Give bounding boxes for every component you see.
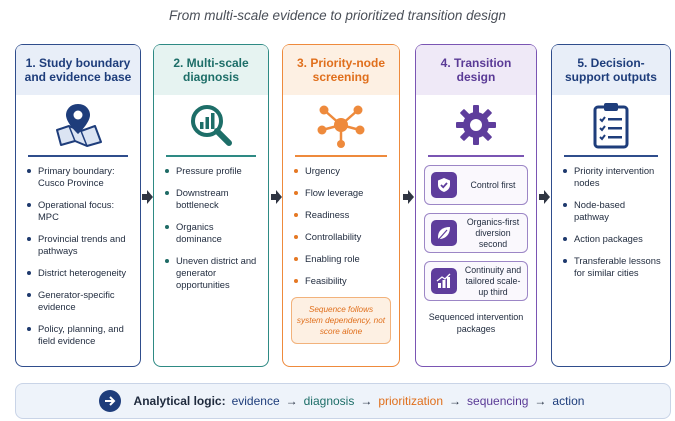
flow-arrow-icon — [539, 190, 550, 204]
list-item: Uneven district and generator opportunit… — [162, 255, 260, 291]
list-item: Readiness — [291, 209, 391, 221]
list-item: Policy, planning, and field evidence — [24, 323, 132, 347]
list-item: Provincial trends and pathways — [24, 233, 132, 257]
magnifier-chart-icon — [191, 105, 232, 146]
clipboard-checklist-icon — [593, 103, 629, 149]
arrow-right-icon — [104, 396, 115, 406]
step-label: Control first — [470, 179, 516, 190]
shield-check-icon — [438, 178, 450, 192]
flow-arrow-icon — [142, 190, 153, 204]
design-step-scale-up: Continuity and tailored scale-up third — [424, 261, 528, 301]
list-item: Transferable lessons for similar cities — [560, 255, 662, 279]
list-item: District heterogeneity — [24, 267, 132, 279]
sequenced-packages-label: Sequenced intervention packages — [428, 312, 524, 334]
list-item: Node-based pathway — [560, 199, 662, 223]
sequence-note: Sequence follows system dependency, not … — [291, 297, 391, 344]
list-item: Controllability — [291, 231, 391, 243]
logic-step-action: action — [552, 394, 585, 408]
flow-arrow-icon — [403, 190, 414, 204]
list-item: Enabling role — [291, 253, 391, 265]
panel-heading: 2. Multi-scale diagnosis — [154, 45, 268, 95]
list-item: Organics dominance — [162, 221, 260, 245]
panel-decision-support-outputs: 5. Decision-support outputs Priority int… — [551, 44, 671, 367]
diagram-title: From multi-scale evidence to prioritized… — [169, 8, 506, 23]
leaf-icon — [438, 227, 450, 240]
panel-heading: 4. Transition design — [416, 45, 536, 95]
panel-study-boundary: 1. Study boundary and evidence base Prim… — [15, 44, 141, 367]
design-step-control: Control first — [424, 165, 528, 205]
panel-priority-node-screening: 3. Priority-node screening Urgency Flow … — [282, 44, 400, 367]
list-item: Operational focus: MPC — [24, 199, 132, 223]
panel-heading: 1. Study boundary and evidence base — [16, 45, 140, 95]
step-label: Continuity and tailored scale-up third — [464, 264, 522, 297]
flow-arrow-icon — [271, 190, 282, 204]
panel-multiscale-diagnosis: 2. Multi-scale diagnosis Pressure profil… — [153, 44, 269, 367]
logic-step-prioritization: prioritization — [378, 394, 444, 408]
list-item: Pressure profile — [162, 165, 260, 177]
list-item: Urgency — [291, 165, 391, 177]
list-item: Feasibility — [291, 275, 391, 287]
logic-arrow: → — [285, 394, 298, 408]
logic-arrow: → — [449, 394, 462, 408]
gear-icon — [456, 105, 496, 145]
logic-arrow: → — [360, 394, 373, 408]
logic-step-sequencing: sequencing — [467, 394, 529, 408]
list-item: Primary boundary: Cusco Province — [24, 165, 132, 189]
panel-heading: 3. Priority-node screening — [283, 45, 399, 95]
design-step-organics: Organics-first diversion second — [424, 213, 528, 253]
step-label: Organics-first diversion second — [466, 216, 520, 249]
logic-step-evidence: evidence — [231, 394, 280, 408]
list-item: Priority intervention nodes — [560, 165, 662, 189]
list-item: Downstream bottleneck — [162, 187, 260, 211]
logic-step-diagnosis: diagnosis — [303, 394, 355, 408]
panel-heading: 5. Decision-support outputs — [552, 45, 670, 95]
list-item: Action packages — [560, 233, 662, 245]
network-nodes-icon — [317, 105, 365, 148]
growth-chart-icon — [436, 273, 451, 288]
list-item: Flow leverage — [291, 187, 391, 199]
list-item: Generator-specific evidence — [24, 289, 132, 313]
panel-transition-design: 4. Transition design Control f — [415, 44, 537, 367]
map-pin-icon — [56, 104, 102, 147]
analytical-logic-label: Analytical logic: — [133, 394, 226, 408]
analytical-logic-bar: Analytical logic: evidence → diagnosis →… — [15, 383, 671, 419]
logic-arrow: → — [534, 394, 547, 408]
